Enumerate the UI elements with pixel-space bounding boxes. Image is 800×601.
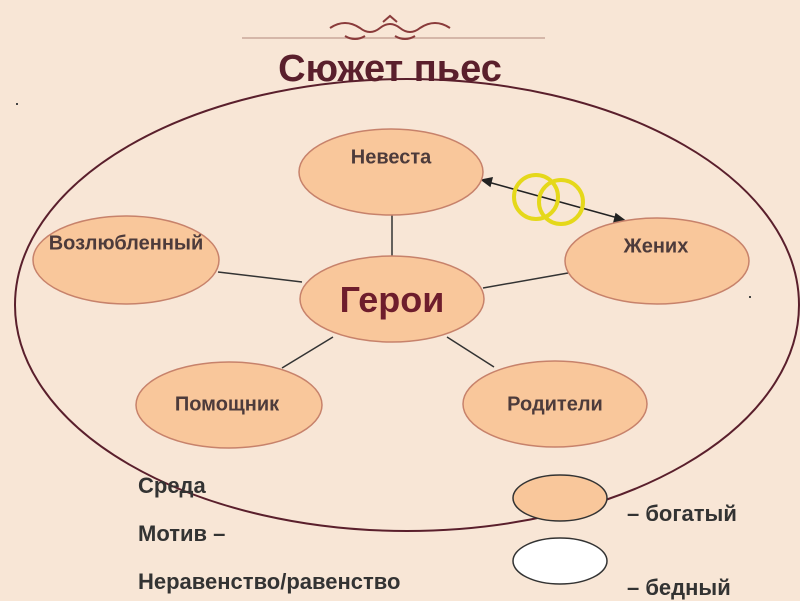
node-parents (462, 360, 648, 448)
legend-line-motif: Мотив – (138, 521, 226, 546)
node-label-groom: Жених (623, 235, 689, 258)
slide-title: Сюжет пьес (278, 48, 502, 90)
outer-ellipse (14, 78, 800, 532)
node-helper (135, 361, 323, 449)
legend-line-environment: Среда (138, 473, 206, 498)
connector-groom (482, 272, 569, 289)
bride-groom-arrow (480, 177, 626, 223)
connector-parents (446, 336, 495, 368)
node-groom (564, 217, 750, 305)
ornament-flourish-icon (242, 14, 545, 40)
legend-swatch-rich (512, 474, 608, 522)
node-lover (32, 215, 220, 305)
wedding-rings-icon (512, 173, 585, 226)
node-label-bride: Невеста (350, 146, 432, 169)
node-center (299, 255, 485, 343)
legend-line-inequality: Неравенство/равенство (138, 569, 401, 594)
connector-lines (217, 215, 569, 369)
node-label-parents: Родители (507, 393, 603, 416)
connector-lover (217, 271, 303, 283)
node-label-center: Герои (339, 279, 445, 320)
legend-swatch-poor (512, 537, 608, 585)
node-label-helper: Помощник (174, 393, 280, 416)
node-label-lover: Возлюбленный (48, 232, 204, 255)
stray-dot (749, 296, 751, 298)
node-bride (298, 128, 484, 216)
legend-label-rich: – богатый (627, 501, 737, 526)
legend-label-poor: – бедный (627, 575, 731, 600)
connector-helper (281, 336, 334, 369)
stray-dot (16, 103, 18, 105)
